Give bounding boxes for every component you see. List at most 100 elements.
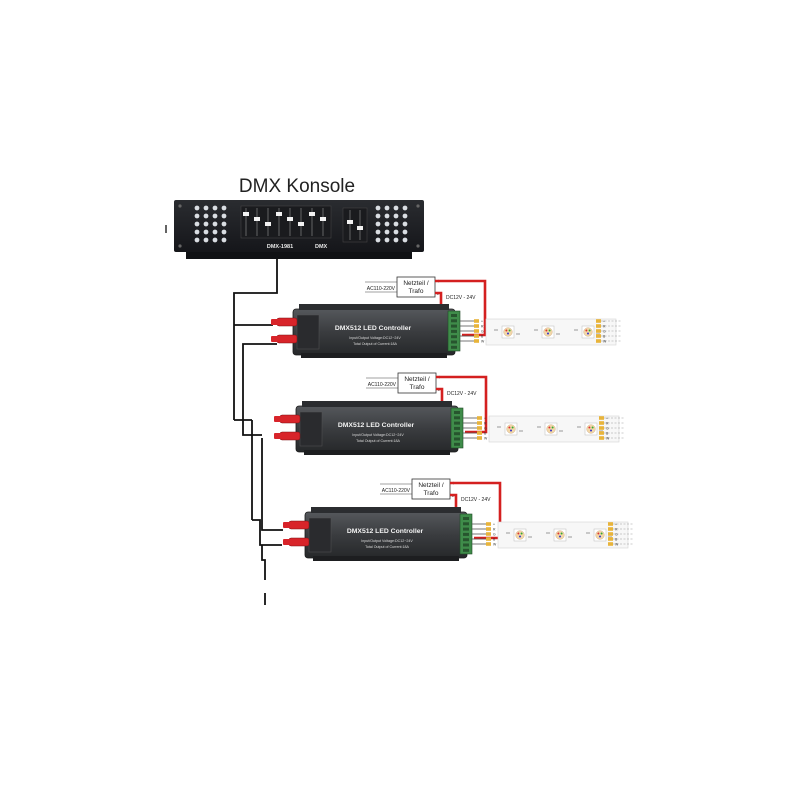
strip-pin [486, 522, 491, 526]
dc-power-wire-positive [436, 375, 488, 434]
strip-pin-label: G [481, 330, 484, 334]
strip-pin [477, 421, 482, 425]
strip-pin-label: W [484, 437, 488, 441]
psu-label-line1: Netzteil / [418, 482, 443, 489]
strip-end-pin [596, 319, 601, 323]
psu-label-line2: Trafo [410, 384, 425, 391]
strip-end-pin-label: W [606, 437, 610, 441]
strip-pin-label: G [484, 427, 487, 431]
strip-end-pin-label: W [603, 340, 607, 344]
controller-spec-current: Total Output of Current:18A [353, 342, 397, 346]
controller-spec-voltage: Input/Output Voltage:DC12~24V [361, 539, 413, 543]
strip-end-pin-label: G [615, 533, 618, 537]
strip-pin-label: G [493, 533, 496, 537]
controller-spec-voltage: Input/Output Voltage:DC12~24V [352, 433, 404, 437]
strip-pin-label: + [493, 523, 495, 527]
dc-power-wire-positive [435, 279, 487, 337]
rgbw-led-icon [577, 422, 603, 436]
strip-pin [474, 324, 479, 328]
psu-minus-mark: - [437, 292, 439, 298]
power-supply: Netzteil /Trafo [397, 372, 437, 394]
rgbw-led-icon [586, 528, 612, 542]
rgbw-led-icon [506, 528, 532, 542]
strip-pin-label: R [481, 325, 484, 329]
strip-pin-label: W [493, 543, 497, 547]
strip-end-pin-label: + [603, 320, 605, 324]
strip-pin [477, 426, 482, 430]
psu-label-line1: Netzteil / [403, 280, 428, 287]
strip-pin-label: B [493, 538, 496, 542]
strip-pin-label: B [484, 432, 487, 436]
strip-end-pin [608, 542, 613, 546]
xlr-connector-icon [271, 334, 298, 344]
power-supply: Netzteil /Trafo [411, 478, 451, 500]
controller-label: DMX512 LED Controller [347, 528, 424, 535]
strip-end-pin [596, 334, 601, 338]
rgbw-led-icon [546, 528, 572, 542]
strip-end-pin-label: R [606, 422, 609, 426]
xlr-connector-icon [271, 317, 298, 327]
strip-end-pin [599, 436, 604, 440]
strip-end-pin [596, 339, 601, 343]
rgbw-led-icon [537, 422, 563, 436]
strip-end-pin-label: G [603, 330, 606, 334]
strip-pin [486, 542, 491, 546]
strip-end-pin [599, 416, 604, 420]
console-model-label: DMX-1981 [267, 244, 293, 250]
strip-pin-label: R [484, 422, 487, 426]
strip-pin [486, 527, 491, 531]
psu-label-line2: Trafo [409, 288, 424, 295]
console-title: DMX Konsole [239, 176, 355, 197]
strip-end-pin [608, 532, 613, 536]
strip-end-pin [596, 329, 601, 333]
xlr-connector-icon [274, 431, 301, 441]
psu-label-line2: Trafo [424, 490, 439, 497]
rgbw-led-icon [494, 325, 520, 339]
controller-spec-current: Total Output of Current:18A [356, 439, 400, 443]
strip-pin-label: R [493, 528, 496, 532]
strip-end-pin [599, 421, 604, 425]
strip-pin [477, 431, 482, 435]
strip-end-pin-label: + [606, 417, 608, 421]
controller-label: DMX512 LED Controller [338, 422, 415, 429]
controller-label: DMX512 LED Controller [335, 325, 412, 332]
strip-pin [474, 319, 479, 323]
strip-pin [474, 334, 479, 338]
strip-end-pin-label: G [606, 427, 609, 431]
psu-label-line1: Netzteil / [404, 376, 429, 383]
strip-end-pin-label: R [615, 528, 618, 532]
strip-end-pin-label: B [603, 335, 606, 339]
strip-end-pin [608, 527, 613, 531]
strip-end-pin-label: R [603, 325, 606, 329]
strip-pin [486, 537, 491, 541]
ac-voltage-label: AC110-220V [382, 488, 411, 494]
controller-spec-current: Total Output of Current:18A [365, 545, 409, 549]
rgbw-led-icon [574, 325, 600, 339]
strip-end-pin-label: B [606, 432, 609, 436]
strip-end-pin [599, 431, 604, 435]
psu-minus-mark: - [438, 388, 440, 394]
xlr-connector-icon [274, 414, 301, 424]
dmx-signal-wiring [233, 259, 283, 580]
strip-pin-label: + [484, 417, 486, 421]
strip-pin [474, 339, 479, 343]
xlr-connector-icon [283, 537, 310, 547]
psu-minus-mark: - [452, 494, 454, 500]
dmx-console-icon: DMX-1981 DMX [174, 200, 424, 259]
strip-end-pin [608, 537, 613, 541]
strip-pin [474, 329, 479, 333]
strip-end-pin [599, 426, 604, 430]
strip-end-pin [596, 324, 601, 328]
strip-pin-label: + [481, 320, 483, 324]
strip-end-pin-label: B [615, 538, 618, 542]
strip-end-pin-label: + [615, 523, 617, 527]
ac-voltage-label: AC110-220V [368, 382, 397, 388]
strip-pin-label: W [481, 340, 485, 344]
